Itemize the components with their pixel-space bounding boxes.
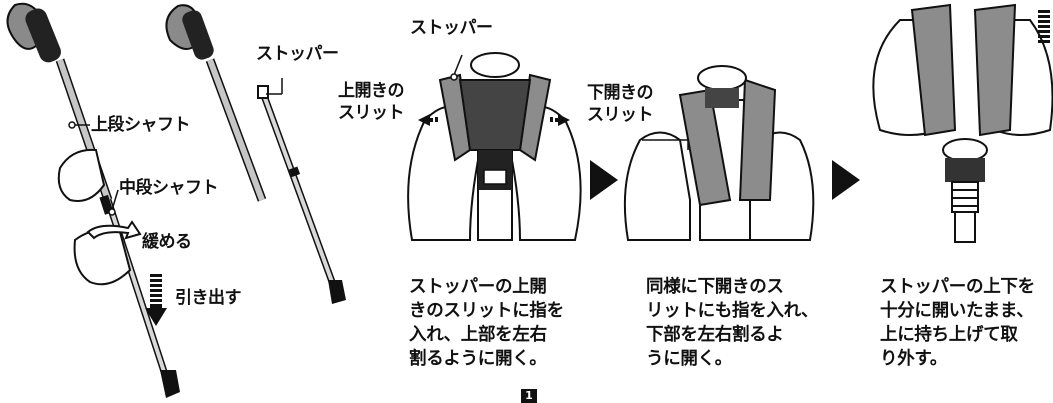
upper-shaft-label: 上段シャフト	[91, 115, 191, 135]
pole-left	[6, 2, 180, 398]
next-arrow-2	[832, 160, 860, 200]
pull-out-label: 引き出す	[175, 288, 242, 308]
step1-caption-line3: 入れ、上部を左右	[409, 325, 547, 345]
step3-caption-line3: 上に持ち上げて取	[880, 325, 1018, 345]
upper-slit-label-1: 上開きの	[338, 81, 405, 101]
step3-caption-line4: り外す。	[880, 349, 948, 369]
lower-slit-label-2: スリット	[587, 105, 654, 125]
step2-caption-line1: 同様に下開きのス	[646, 277, 784, 297]
step2-illustration	[623, 65, 815, 241]
step3-caption-line2: 十分に開いたまま、	[880, 301, 1034, 321]
step3-caption-line1: ストッパーの上下を	[880, 277, 1035, 297]
pole-right	[165, 4, 346, 304]
page-number: 1	[521, 389, 537, 403]
loosen-label: 緩める	[142, 232, 192, 252]
step1-caption-line1: ストッパーの上開	[409, 277, 547, 297]
step1-illustration	[407, 52, 582, 241]
next-arrow-1	[590, 160, 618, 200]
lower-slit-label-1: 下開きの	[587, 83, 654, 103]
stopper-pole-label: ストッパー	[256, 44, 339, 64]
step2-caption-line2: リットにも指を入れ、	[646, 301, 819, 321]
step2-caption-line3: 下部を左右割るよ	[646, 325, 784, 345]
step1-caption-line4: 割るように開く。	[409, 349, 547, 369]
step1-caption-line2: きのスリットに指を	[409, 301, 564, 321]
upper-slit-label-2: スリット	[338, 103, 405, 123]
stopper-top-label: ストッパー	[410, 18, 493, 38]
step2-caption-line4: うに開く。	[646, 349, 732, 369]
middle-shaft-label: 中段シャフト	[119, 178, 219, 198]
step3-illustration	[872, 3, 1053, 243]
